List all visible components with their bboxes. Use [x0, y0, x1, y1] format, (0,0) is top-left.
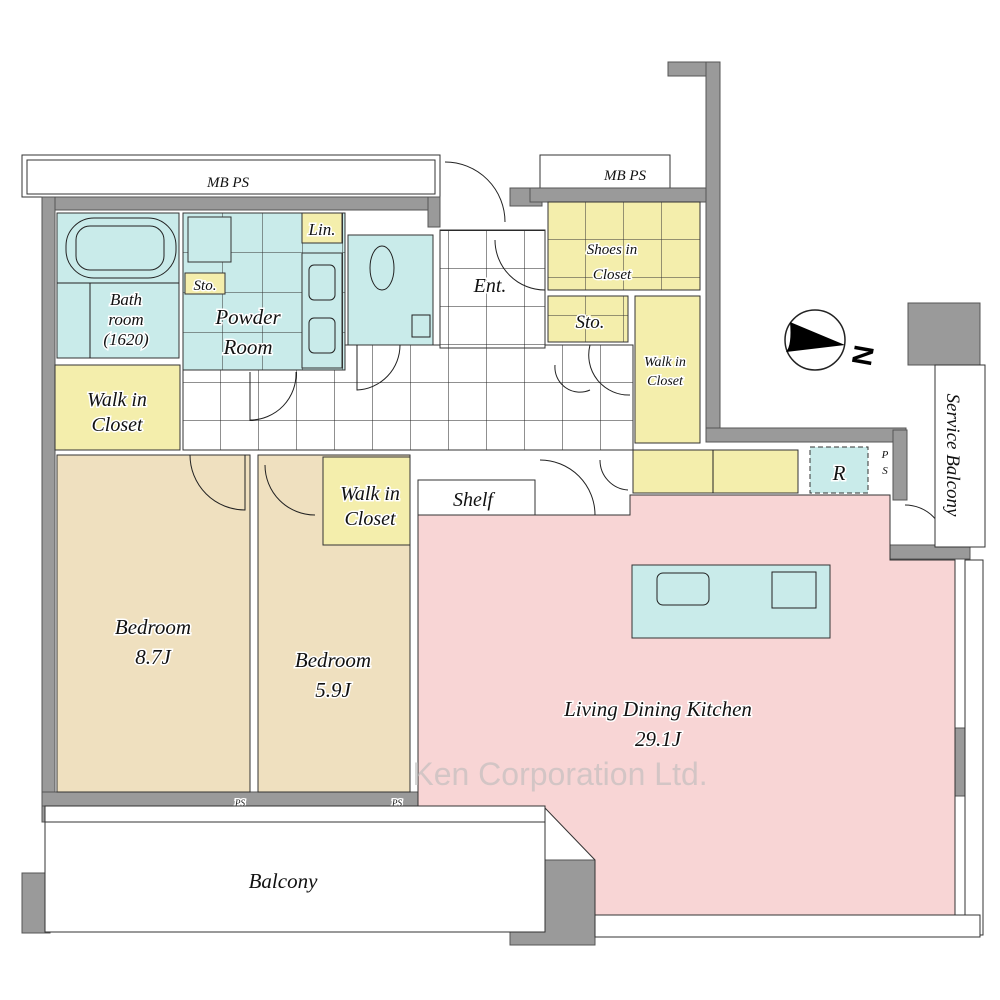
bathtub-icon: [65, 217, 177, 279]
svg-text:Closet: Closet: [91, 414, 143, 436]
stove-icon: [771, 571, 817, 609]
svg-text:Shelf: Shelf: [453, 489, 495, 511]
mb-ps-left: MB PS: [21, 154, 441, 198]
svg-text:Lin.: Lin.: [308, 220, 336, 239]
svg-text:Balcony: Balcony: [249, 869, 318, 893]
svg-text:Service Balcony: Service Balcony: [942, 394, 963, 517]
svg-text:Sto.: Sto.: [575, 312, 604, 333]
kitchen-island: [631, 564, 831, 639]
mb-ps-left-label: MB PS: [206, 175, 250, 191]
svg-text:Walk in: Walk in: [340, 483, 400, 505]
toilet-icon: [369, 245, 395, 291]
entrance: [439, 229, 546, 349]
svg-text:room: room: [108, 310, 143, 329]
entrance-label: Ent.: [473, 275, 507, 297]
svg-text:Bedroom: Bedroom: [295, 648, 371, 672]
storage-small: Sto.: [184, 272, 226, 296]
svg-text:29.1J: 29.1J: [635, 727, 683, 751]
svg-text:Bedroom: Bedroom: [115, 615, 191, 639]
svg-text:8.7J: 8.7J: [135, 645, 172, 669]
window: [964, 559, 984, 936]
svg-text:P: P: [881, 449, 889, 461]
walk-in-closet-right: Walk in Closet: [634, 295, 701, 444]
storage-cabinet: [632, 449, 799, 494]
shoes-closet: Shoes in: [547, 201, 701, 291]
svg-text:S: S: [882, 465, 888, 477]
svg-text:Walk in: Walk in: [644, 355, 686, 370]
storage: Sto.: [547, 295, 629, 343]
watermark: Ken Corporation Ltd.: [412, 756, 707, 792]
svg-text:Bath: Bath: [110, 290, 142, 309]
mb-ps-right: MB PS: [539, 154, 671, 189]
svg-text:Sto.: Sto.: [194, 278, 217, 294]
svg-text:Room: Room: [223, 335, 273, 359]
svg-text:5.9J: 5.9J: [315, 678, 352, 702]
sink-icon: [308, 317, 336, 354]
bathroom: Bath room (1620): [56, 212, 180, 359]
svg-text:Closet: Closet: [344, 508, 396, 530]
svg-text:Closet: Closet: [593, 267, 632, 283]
compass-icon: N: [784, 309, 880, 371]
linen-closet: Lin.: [301, 212, 343, 244]
bedroom-1: Bedroom 8.7J: [56, 454, 251, 793]
walk-in-closet-mid: Walk in Closet: [322, 456, 411, 546]
svg-text:Closet: Closet: [647, 374, 684, 389]
walk-in-closet-left: Walk in Closet: [54, 364, 181, 451]
svg-text:R: R: [832, 461, 846, 485]
service-balcony: Service Balcony: [934, 364, 986, 548]
sink-icon: [411, 314, 431, 338]
living-dining-kitchen: Living Dining Kitchen 29.1J: [417, 494, 956, 916]
sink-icon: [308, 264, 336, 301]
washing-machine-icon: [187, 216, 232, 263]
shelf: Shelf: [417, 479, 536, 516]
svg-text:N: N: [846, 343, 880, 368]
svg-text:Living Dining Kitchen: Living Dining Kitchen: [563, 697, 752, 721]
mb-ps-right-label: MB PS: [603, 168, 647, 184]
refrigerator-space: R: [809, 446, 869, 494]
svg-text:Walk in: Walk in: [87, 389, 147, 411]
balcony: Balcony: [44, 805, 981, 938]
doors: [189, 161, 946, 546]
sink-icon: [656, 572, 710, 606]
svg-text:Shoes in: Shoes in: [587, 242, 637, 258]
toilet-room: [347, 234, 434, 346]
svg-text:(1620): (1620): [103, 330, 149, 349]
svg-text:Powder: Powder: [214, 305, 281, 329]
